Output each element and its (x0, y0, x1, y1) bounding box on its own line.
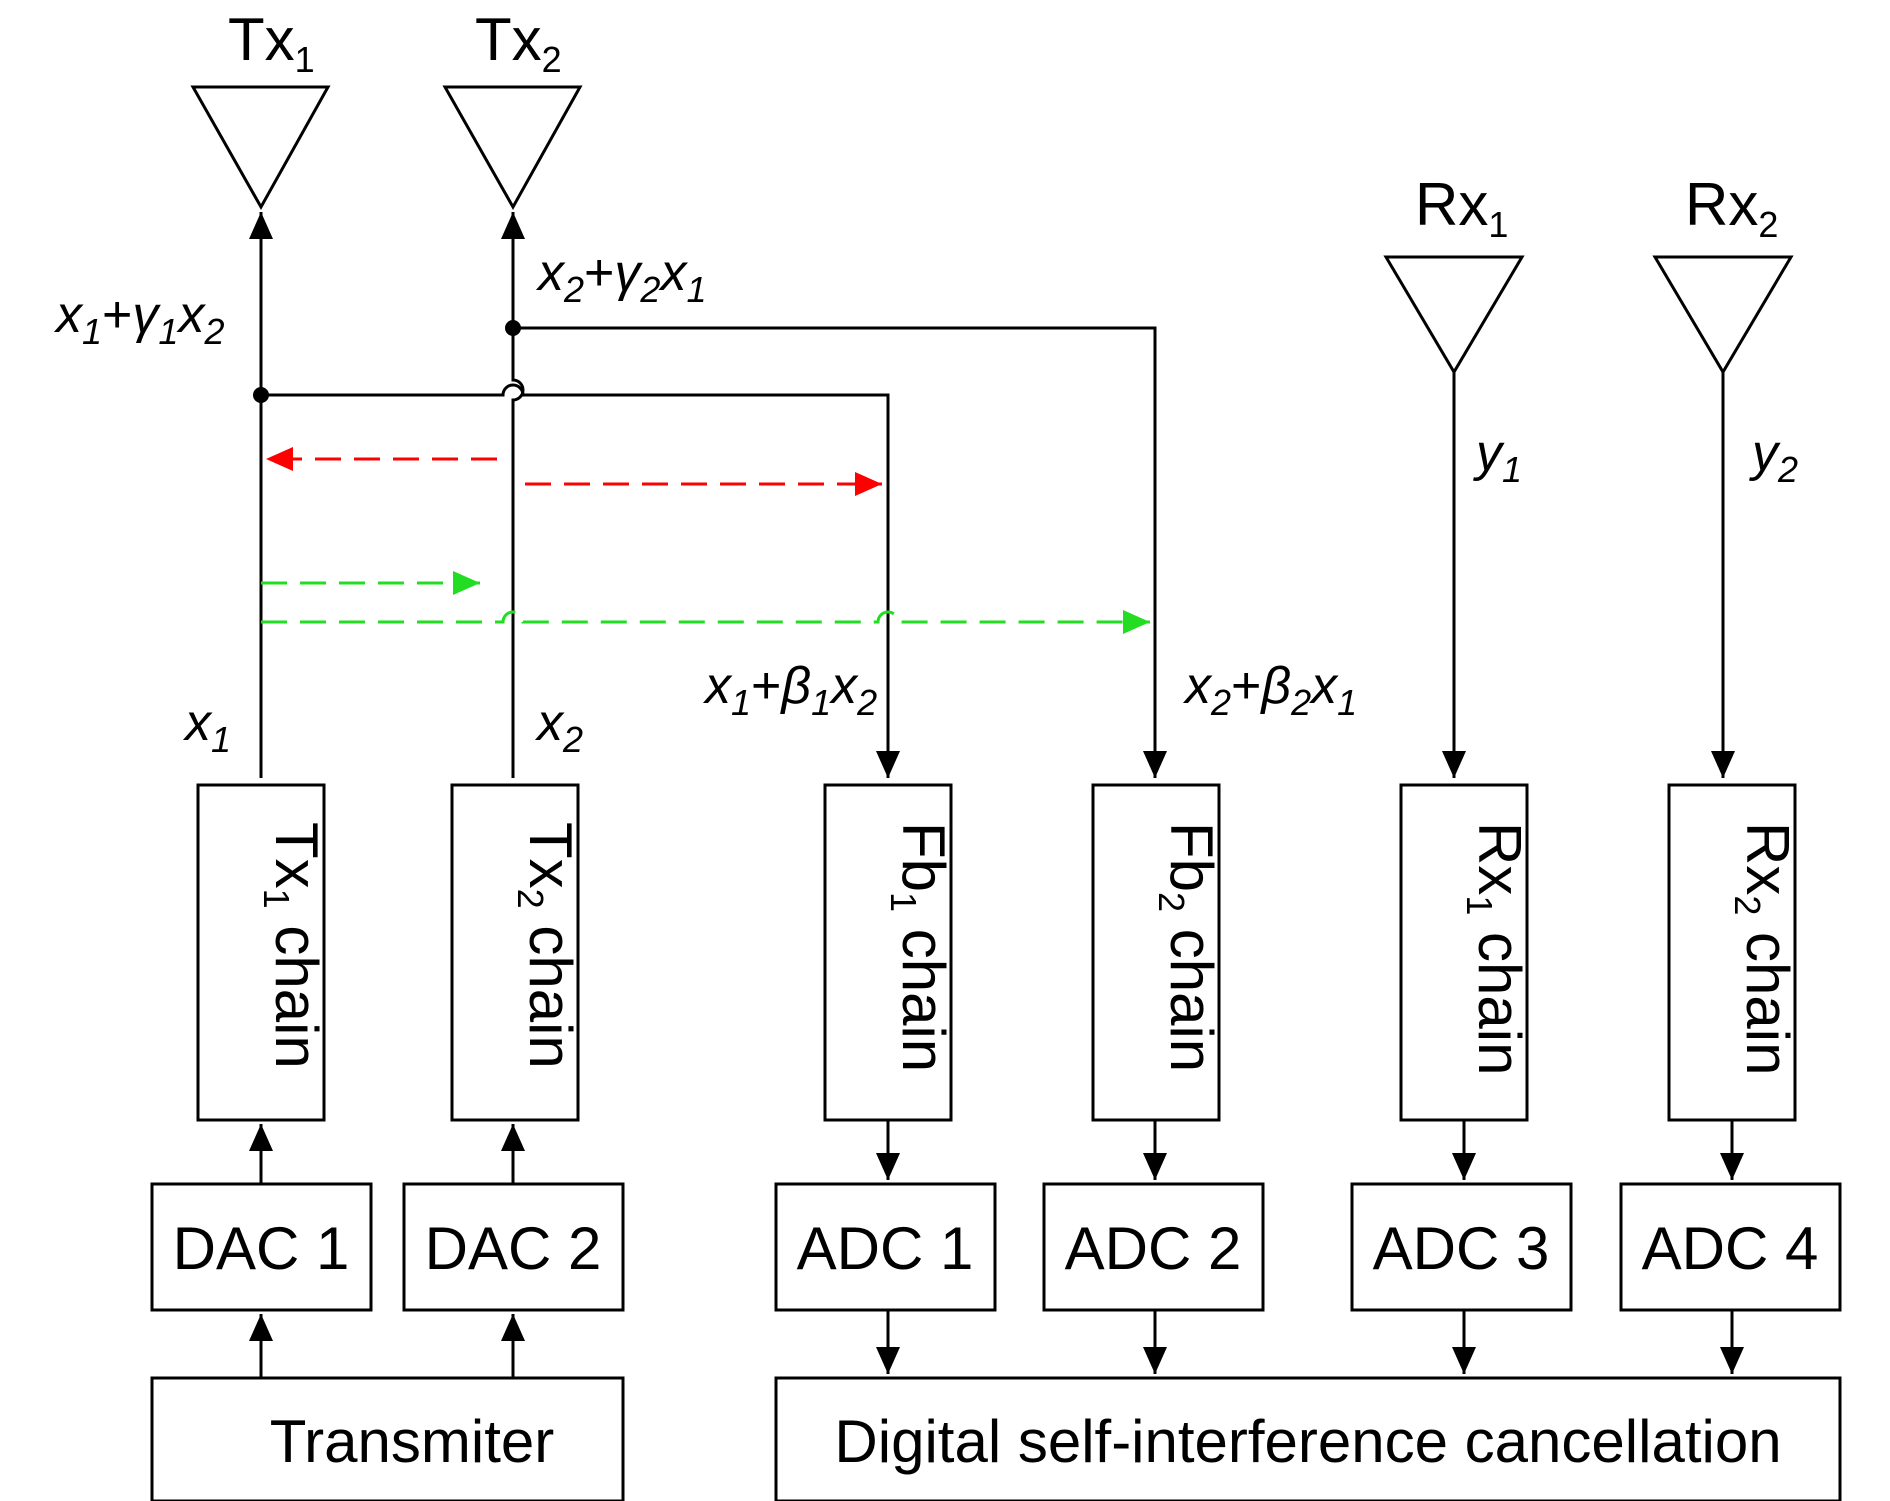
transmitter-label: Transmiter (270, 1408, 554, 1475)
dac2-box (402, 1182, 625, 1312)
fb1-chain-box (823, 783, 953, 1122)
fb2-input-signal-label: x2+β2x1 (1182, 657, 1357, 723)
dsic-box (774, 1376, 1842, 1501)
adc4-box (1619, 1182, 1842, 1312)
tx1-chain-label: Tx1 chain (256, 822, 330, 1069)
fb2-chain-label: Fb2 chain (1151, 822, 1225, 1072)
green-leakage-arrow-long (261, 610, 1150, 634)
tx2-antenna-label: Tx2 (475, 6, 562, 80)
fb1-input-signal-label: x1+β1x2 (702, 657, 877, 723)
adc4-label: ADC 4 (1642, 1215, 1819, 1282)
tx2-chain-label: Tx2 chain (510, 822, 584, 1069)
adc3-box (1350, 1182, 1573, 1312)
fb1-chain-label: Fb1 chain (883, 822, 957, 1072)
tx1-antenna-label: Tx1 (228, 6, 315, 80)
tx2-output-signal-label: x2+γ2x1 (535, 244, 706, 310)
dsic-label: Digital self-interference cancellation (834, 1408, 1781, 1475)
adc3-label: ADC 3 (1373, 1215, 1550, 1282)
tx1-chain-box (196, 783, 326, 1122)
rx2-chain-label: Rx2 chain (1727, 822, 1801, 1075)
y1-signal-label: y1 (1473, 424, 1522, 490)
adc2-label: ADC 2 (1065, 1215, 1242, 1282)
rx1-antenna-label: Rx1 (1415, 171, 1508, 245)
adc1-box (774, 1182, 997, 1312)
tx2-antenna-icon (442, 85, 583, 211)
tx2-feed-line (501, 212, 525, 778)
dac1-box (150, 1182, 373, 1312)
x2-signal-label: x2 (534, 694, 583, 760)
rx1-chain-box (1399, 783, 1529, 1122)
rx1-antenna-icon (1383, 255, 1525, 375)
rx1-chain-label: Rx1 chain (1459, 822, 1533, 1075)
rx2-chain-box (1667, 783, 1797, 1122)
fb1-coupler-line (261, 383, 900, 778)
tx1-output-signal-label: x1+γ1x2 (53, 286, 224, 352)
adc2-box (1042, 1182, 1265, 1312)
rx2-antenna-icon (1652, 255, 1794, 375)
rx2-antenna-label: Rx2 (1685, 171, 1778, 245)
dac2-label: DAC 2 (425, 1215, 602, 1282)
fb2-chain-box (1091, 783, 1221, 1122)
x1-signal-label: x1 (182, 694, 231, 760)
transmitter-box (150, 1376, 625, 1501)
y2-signal-label: y2 (1749, 424, 1798, 490)
fb2-coupler-line (513, 326, 1167, 778)
dac1-label: DAC 1 (173, 1215, 350, 1282)
adc1-label: ADC 1 (797, 1215, 974, 1282)
tx1-antenna-icon (190, 85, 331, 211)
tx2-chain-box (450, 783, 580, 1122)
